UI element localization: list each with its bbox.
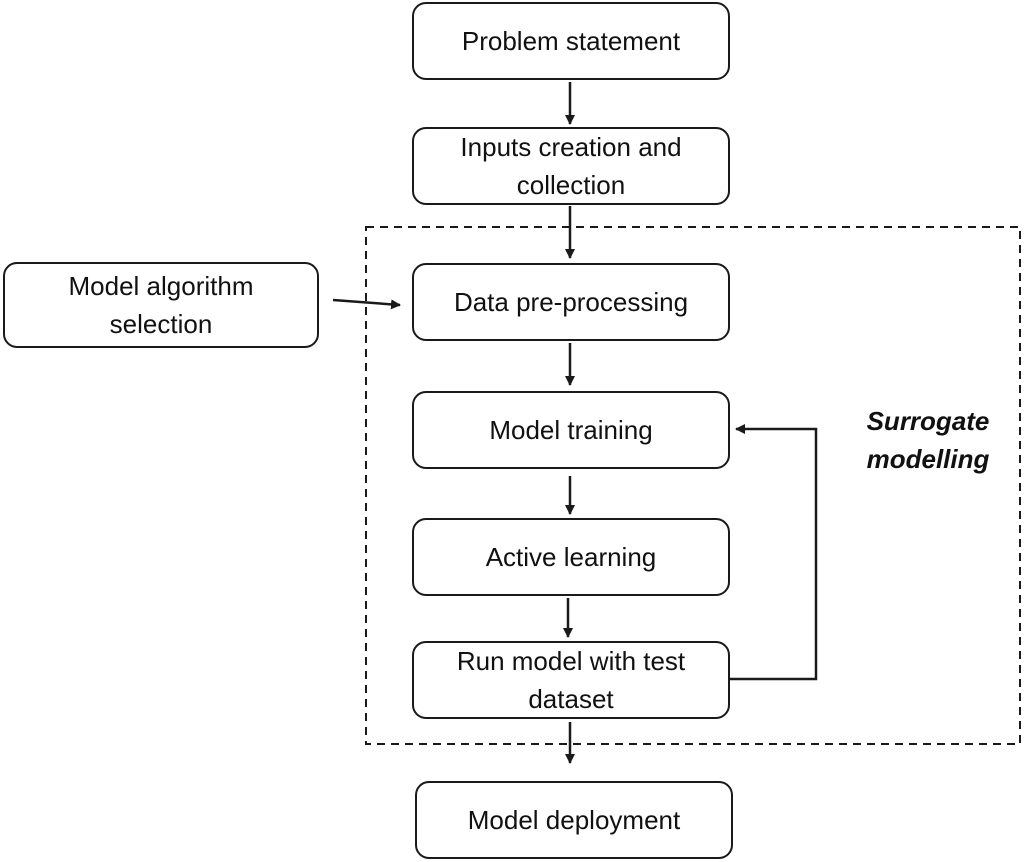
node-model-algorithm-line2: selection bbox=[109, 309, 213, 339]
surrogate-modelling-region bbox=[365, 226, 1021, 745]
arrow-algorithm-to-preprocessing bbox=[332, 298, 401, 310]
surrogate-modelling-label-line1: Surrogate bbox=[866, 406, 990, 436]
node-model-training-label: Model training bbox=[489, 415, 653, 445]
node-data-preprocessing-label: Data pre-processing bbox=[453, 287, 689, 317]
node-model-algorithm-line1: Model algorithm bbox=[68, 271, 254, 301]
node-active-learning-label: Active learning bbox=[485, 542, 657, 572]
node-model-algorithm-selection: Model algorithm selection bbox=[3, 262, 319, 348]
node-problem-statement-label: Problem statement bbox=[461, 26, 681, 56]
surrogate-modelling-label: Surrogate modelling bbox=[838, 402, 1018, 478]
node-model-training: Model training bbox=[412, 391, 730, 469]
node-model-deployment-label: Model deployment bbox=[467, 805, 681, 835]
arrow-feedback-loop bbox=[730, 424, 818, 681]
node-run-model-line2: dataset bbox=[528, 684, 614, 714]
node-run-model-line1: Run model with test bbox=[456, 646, 686, 676]
node-active-learning: Active learning bbox=[412, 518, 730, 596]
node-inputs-creation-line2: collection bbox=[516, 170, 626, 200]
node-inputs-creation: Inputs creation and collection bbox=[412, 127, 730, 205]
node-data-preprocessing: Data pre-processing bbox=[412, 263, 730, 341]
node-run-model-test: Run model with test dataset bbox=[412, 641, 730, 719]
node-inputs-creation-line1: Inputs creation and bbox=[460, 132, 682, 162]
node-problem-statement: Problem statement bbox=[412, 2, 730, 80]
node-model-deployment: Model deployment bbox=[415, 781, 733, 859]
surrogate-modelling-label-line2: modelling bbox=[866, 444, 990, 474]
